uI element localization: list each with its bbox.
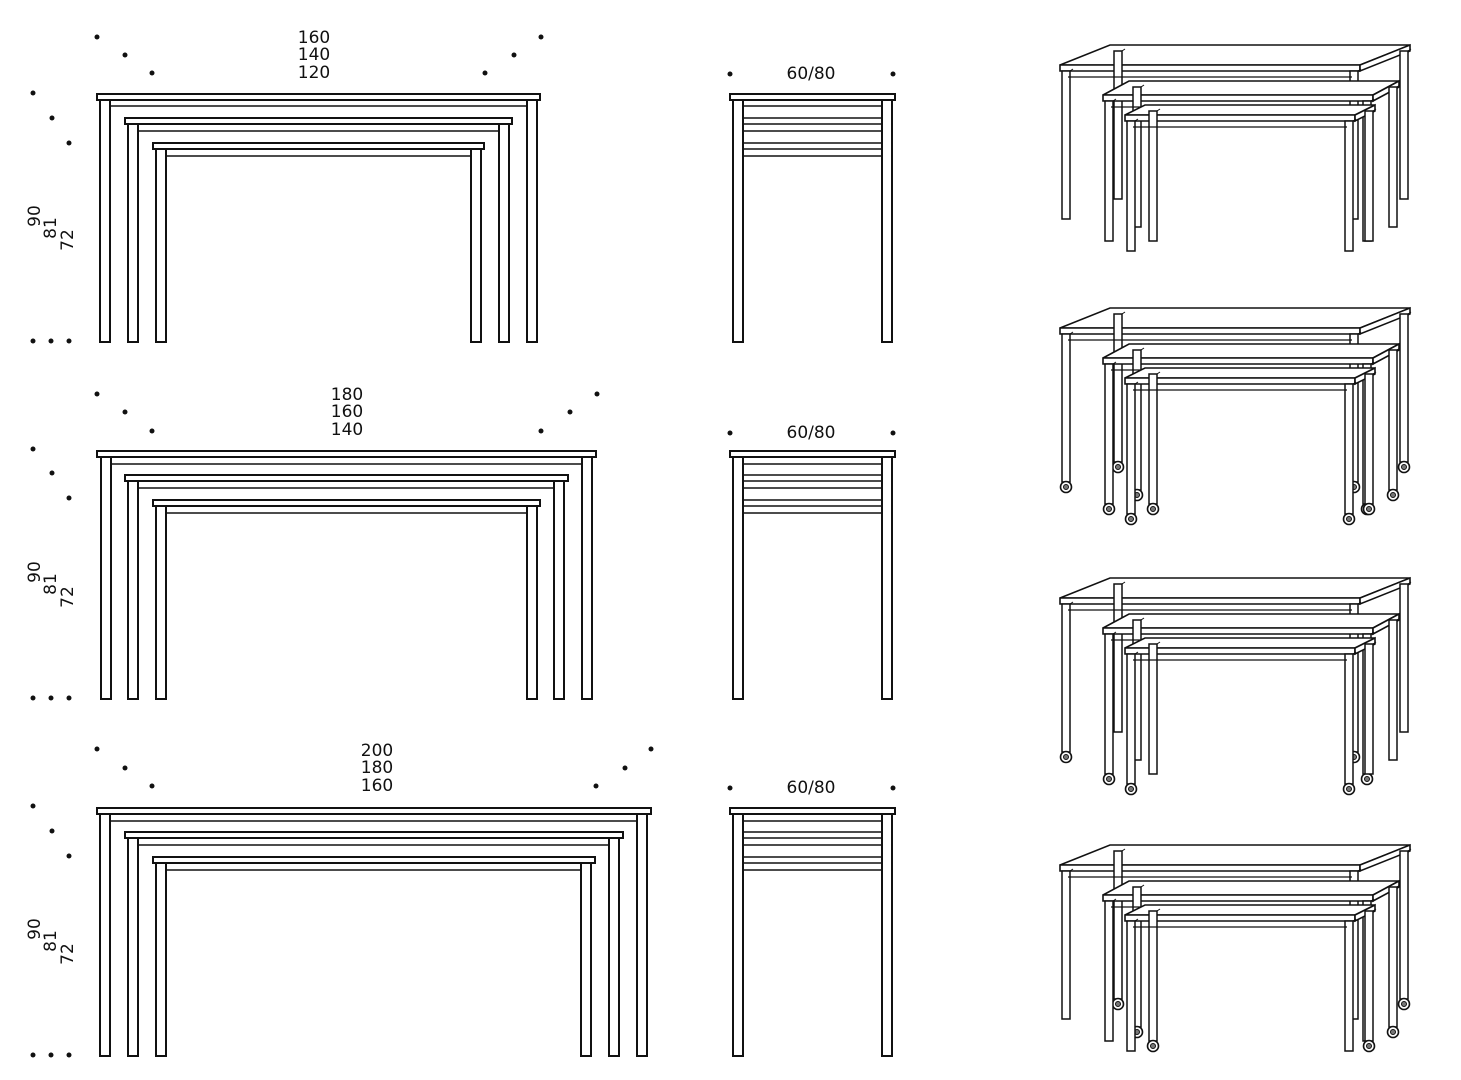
front-elevation-row-3: 200 180 160 90 81 72 [25,741,654,1058]
depth-label-2: 60/80 [787,423,836,443]
perspective-views [1059,43,1412,1053]
dimension-dots-3 [30,746,654,1058]
side-elevation-row-3: 60/80 [727,778,896,1057]
table-medium-front-2 [124,474,569,700]
perspective-table-set-1 [1059,43,1412,252]
table-large-front-2 [96,450,597,700]
height-label-2-1: 90 [25,561,45,583]
height-label-1-1: 90 [25,205,45,227]
height-label-1-3: 72 [58,229,78,251]
table-large-front-3 [96,807,652,1057]
table-medium-front-3 [124,831,624,1057]
table-medium-front-1 [124,117,513,343]
height-label-3-1: 90 [25,918,45,940]
table-small-front-1 [152,142,485,343]
side-elevation-row-1: 60/80 [727,64,896,343]
side-elevation-row-2: 60/80 [727,423,896,700]
depth-label-1: 60/80 [787,64,836,84]
depth-label-3: 60/80 [787,778,836,798]
width-label-2-3: 140 [331,420,363,440]
height-label-3-2: 81 [41,930,61,952]
height-label-2-3: 72 [58,586,78,608]
front-elevation-row-2: 180 160 140 90 81 72 [25,385,600,701]
width-label-1-1: 160 [298,28,330,48]
front-elevation-row-1: 160 140 120 90 81 72 [25,28,544,344]
table-large-front-1 [96,93,541,343]
dimension-dots-1 [30,34,544,344]
width-label-2-2: 160 [331,402,363,422]
table-small-front-3 [152,856,596,1057]
width-label-1-2: 140 [298,45,330,65]
height-label-1-2: 81 [41,217,61,239]
height-label-2-2: 81 [41,573,61,595]
perspective-table-set-4 [1059,843,1412,1053]
width-label-3-2: 180 [361,758,393,778]
width-label-3-1: 200 [361,741,393,761]
perspective-table-set-2 [1059,306,1412,526]
width-label-3-3: 160 [361,776,393,796]
dimension-dots-2 [30,391,600,701]
table-small-front-2 [152,499,541,700]
perspective-table-set-3 [1059,576,1412,796]
height-label-3-3: 72 [58,943,78,965]
width-label-2-1: 180 [331,385,363,405]
width-label-1-3: 120 [298,63,330,83]
